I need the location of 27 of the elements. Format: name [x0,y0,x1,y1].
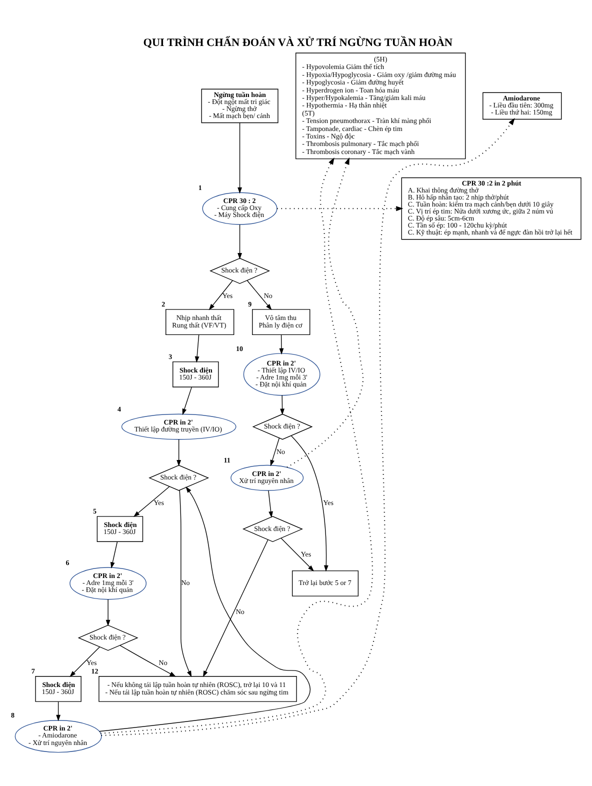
arrow [246,280,272,310]
arrow [70,646,100,676]
arrow [120,644,176,676]
arrow [179,489,192,677]
diagram-title: QUI TRÌNH CHẨN ĐOÁN VÀ XỬ TRÍ NGỪNG TUẦN HOÀN [143,36,453,48]
arrow [100,156,373,734]
arrow [176,438,182,466]
arrow [279,334,284,354]
arrow [238,224,242,259]
arrow [286,156,364,468]
arrow [194,334,200,362]
arrow [182,386,192,415]
arrow [202,538,268,677]
arrow [277,206,404,211]
arrow [110,540,118,568]
arrow [133,486,170,516]
arrow [280,537,314,571]
arrow [290,435,328,572]
arrow [280,394,284,415]
arrow [270,437,280,466]
arrow [101,118,515,736]
arrow [56,700,61,721]
arrow [98,486,311,732]
arrow [106,598,110,626]
arrow [238,122,242,194]
arrow [208,280,233,310]
arrow [268,490,274,518]
